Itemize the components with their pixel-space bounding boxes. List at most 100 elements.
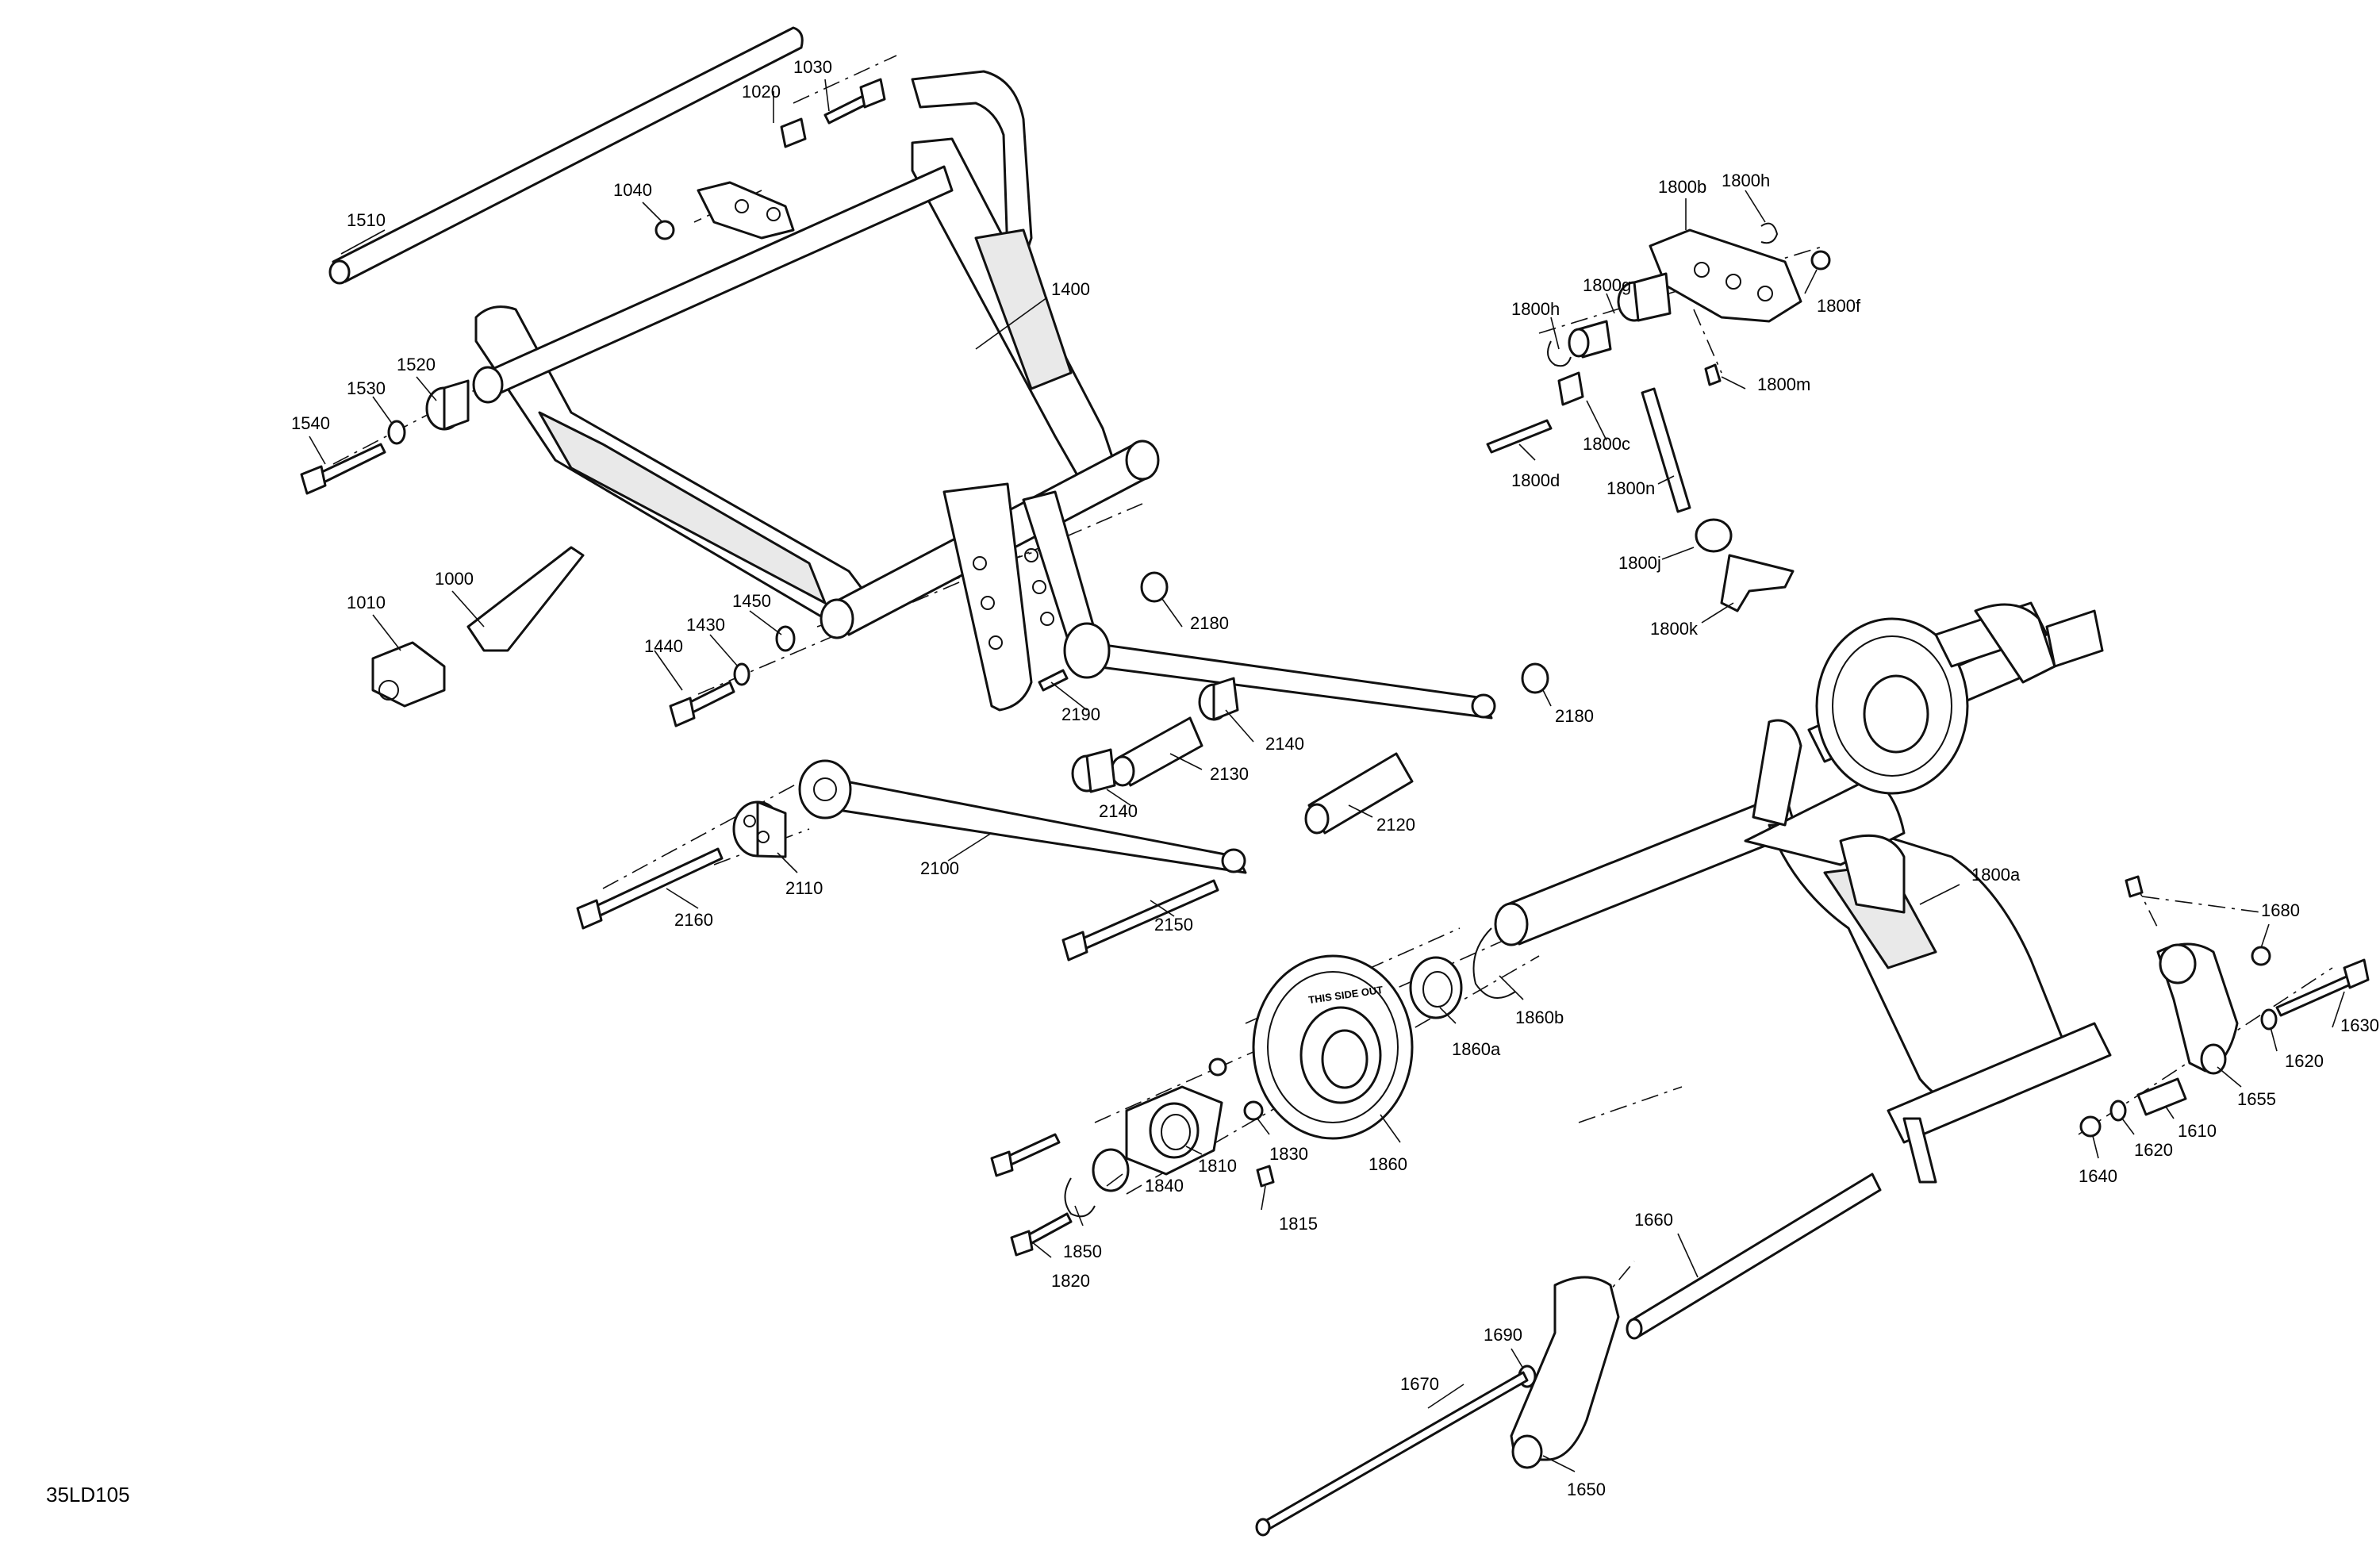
callout-1800h-left: 1800h [1511,299,1560,319]
callout-2140-lower: 2140 [1099,801,1138,821]
callout-1530: 1530 [347,378,386,398]
callout-1630: 1630 [2340,1015,2379,1035]
bushing-1020 [780,117,807,148]
callout-1820: 1820 [1051,1271,1090,1291]
front-idler-wheel-1860: THIS SIDE OUT [1252,954,1414,1140]
callout-1800m: 1800m [1757,374,1810,394]
front-arm-1400 [472,70,1160,712]
rear-arm-1800a [1494,609,2112,1184]
ring-1840 [1092,1148,1130,1192]
rod-1660 [1626,1173,1882,1340]
callout-2140-upper: 2140 [1265,734,1304,754]
callout-1800d: 1800d [1511,470,1560,490]
subassembly-1800 [1486,222,1831,612]
callout-1450: 1450 [732,591,771,611]
callout-1540: 1540 [291,413,330,433]
callout-1800c: 1800c [1583,434,1630,454]
clip-1010 [371,641,446,708]
leader-lines [309,79,2345,1472]
callout-1810: 1810 [1198,1156,1237,1176]
callout-1430: 1430 [686,615,725,635]
callout-1800b: 1800b [1658,177,1706,197]
bolt-2160 [576,847,724,930]
bolt-1440 [669,681,735,727]
callout-1800a: 1800a [1971,865,2021,885]
callout-1815: 1815 [1279,1214,1318,1234]
callout-1680: 1680 [2261,900,2300,920]
callout-2100: 2100 [920,858,959,878]
callout-1860a: 1860a [1452,1039,1501,1059]
document-id: 35LD105 [46,1483,130,1507]
callout-2110: 2110 [785,878,823,898]
roller-2110 [732,800,787,858]
callout-1800k: 1800k [1650,619,1699,639]
callout-1020: 1020 [742,82,781,102]
bolt-1820-a [990,1133,1061,1177]
callout-1860: 1860 [1368,1154,1407,1174]
washer-1620-l [2109,1100,2127,1122]
spacer-2130 [1110,716,1203,787]
callout-2120: 2120 [1376,815,1415,835]
bolt-1540 [300,443,386,495]
nut-1040 [654,220,675,240]
nut-1680 [2251,946,2271,966]
callout-2190: 2190 [1061,704,1100,724]
nut-2180-lower [1521,662,1549,694]
callout-1610: 1610 [2178,1121,2217,1141]
retaining-ring-1860b [1472,927,1516,999]
arm-1650 [1510,1276,1620,1469]
callout-1660: 1660 [1634,1210,1673,1230]
callout-2150: 2150 [1154,915,1193,935]
callout-1000: 1000 [435,569,474,589]
callout-2180-upper: 2180 [1190,613,1229,633]
upper-link [1063,622,1496,720]
callout-1655: 1655 [2237,1089,2276,1109]
callout-1800f: 1800f [1817,296,1861,316]
callout-1670: 1670 [1400,1374,1439,1394]
bolt-1630 [2275,958,2370,1017]
callout-1510: 1510 [347,210,386,230]
callout-1520: 1520 [397,355,436,374]
arm-1655 [2156,942,2239,1075]
callout-1800j: 1800j [1618,553,1661,573]
callout-1620-right: 1620 [2285,1051,2324,1071]
lever-1000 [466,546,585,652]
callout-1030: 1030 [793,57,832,77]
callout-2130: 2130 [1210,764,1249,784]
washer-1530 [387,420,406,445]
fitting-1680 [2125,875,2144,898]
callout-1400: 1400 [1051,279,1090,299]
callout-1800g: 1800g [1583,275,1631,295]
callout-1650: 1650 [1567,1480,1606,1499]
callout-1840: 1840 [1145,1176,1184,1196]
spacer-1610 [2136,1077,2187,1116]
washer-1450 [775,625,796,652]
washer-1620-r [2260,1008,2278,1031]
callout-2160: 2160 [674,910,713,930]
bushing-1520 [425,379,470,431]
callout-1860b: 1860b [1515,1008,1564,1027]
shaft-1510 [328,26,804,285]
callout-1830: 1830 [1269,1144,1308,1164]
bolt-2190 [1038,669,1069,692]
spacer-2140b [1071,748,1116,793]
nut-2180-upper [1140,571,1169,603]
callout-1690: 1690 [1484,1325,1522,1345]
center-lines [332,55,2333,1357]
nut-upper-1830 [1208,1057,1227,1077]
bearing-housing-1810 [1125,1085,1223,1176]
rod-1670 [1255,1371,1529,1537]
nut-1830 [1243,1100,1264,1121]
callout-1040: 1040 [613,180,652,200]
callout-1010: 1010 [347,593,386,612]
bolt-2150 [1061,879,1219,961]
washer-1430 [733,662,750,686]
rear-idler-wheel [1815,601,2056,795]
callout-1850: 1850 [1063,1242,1102,1261]
ring-1850 [1064,1177,1096,1218]
nut-1640 [2079,1115,2102,1138]
callout-1800h-top: 1800h [1722,171,1770,190]
callout-labels: 1030 1020 1040 1510 1400 1520 1530 1540 … [291,57,2379,1499]
spacer-2140a [1198,677,1239,721]
